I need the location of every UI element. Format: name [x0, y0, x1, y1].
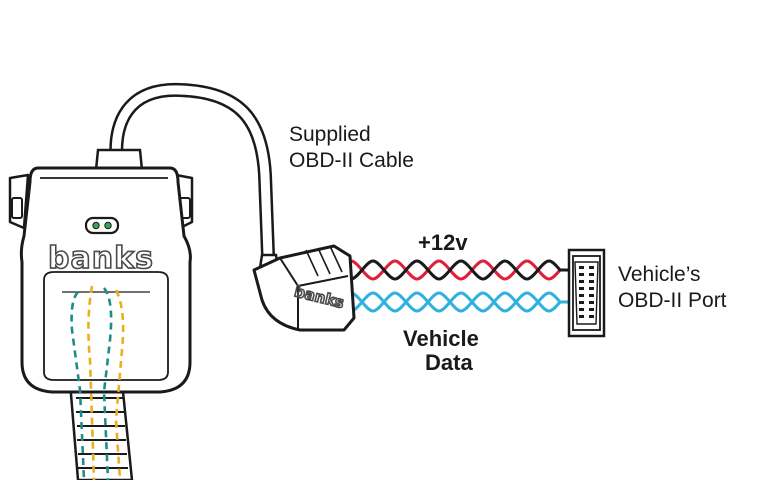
- vehicle-data-label-line1: Vehicle: [403, 326, 479, 351]
- data-wire-pair: [338, 291, 570, 313]
- power-label: +12v: [418, 230, 468, 255]
- internal-harness-lines: [70, 285, 125, 480]
- vehicle-obd-port: [567, 248, 606, 338]
- supplied-cable: [109, 82, 275, 262]
- device-brand-logo: banks: [48, 241, 154, 276]
- supplied-cable-label-line2: OBD-II Cable: [289, 149, 414, 172]
- vehicle-port-label-line2: OBD-II Port: [618, 289, 727, 312]
- banks-device: [8, 148, 194, 394]
- supplied-cable-label-line1: Supplied: [289, 123, 371, 146]
- power-wire-pair: [338, 259, 570, 281]
- device-harness: [68, 380, 134, 480]
- vehicle-port-label-line1: Vehicle’s: [618, 263, 701, 286]
- vehicle-data-label-line2: Data: [425, 350, 473, 375]
- obd-cable-connector: [252, 244, 356, 332]
